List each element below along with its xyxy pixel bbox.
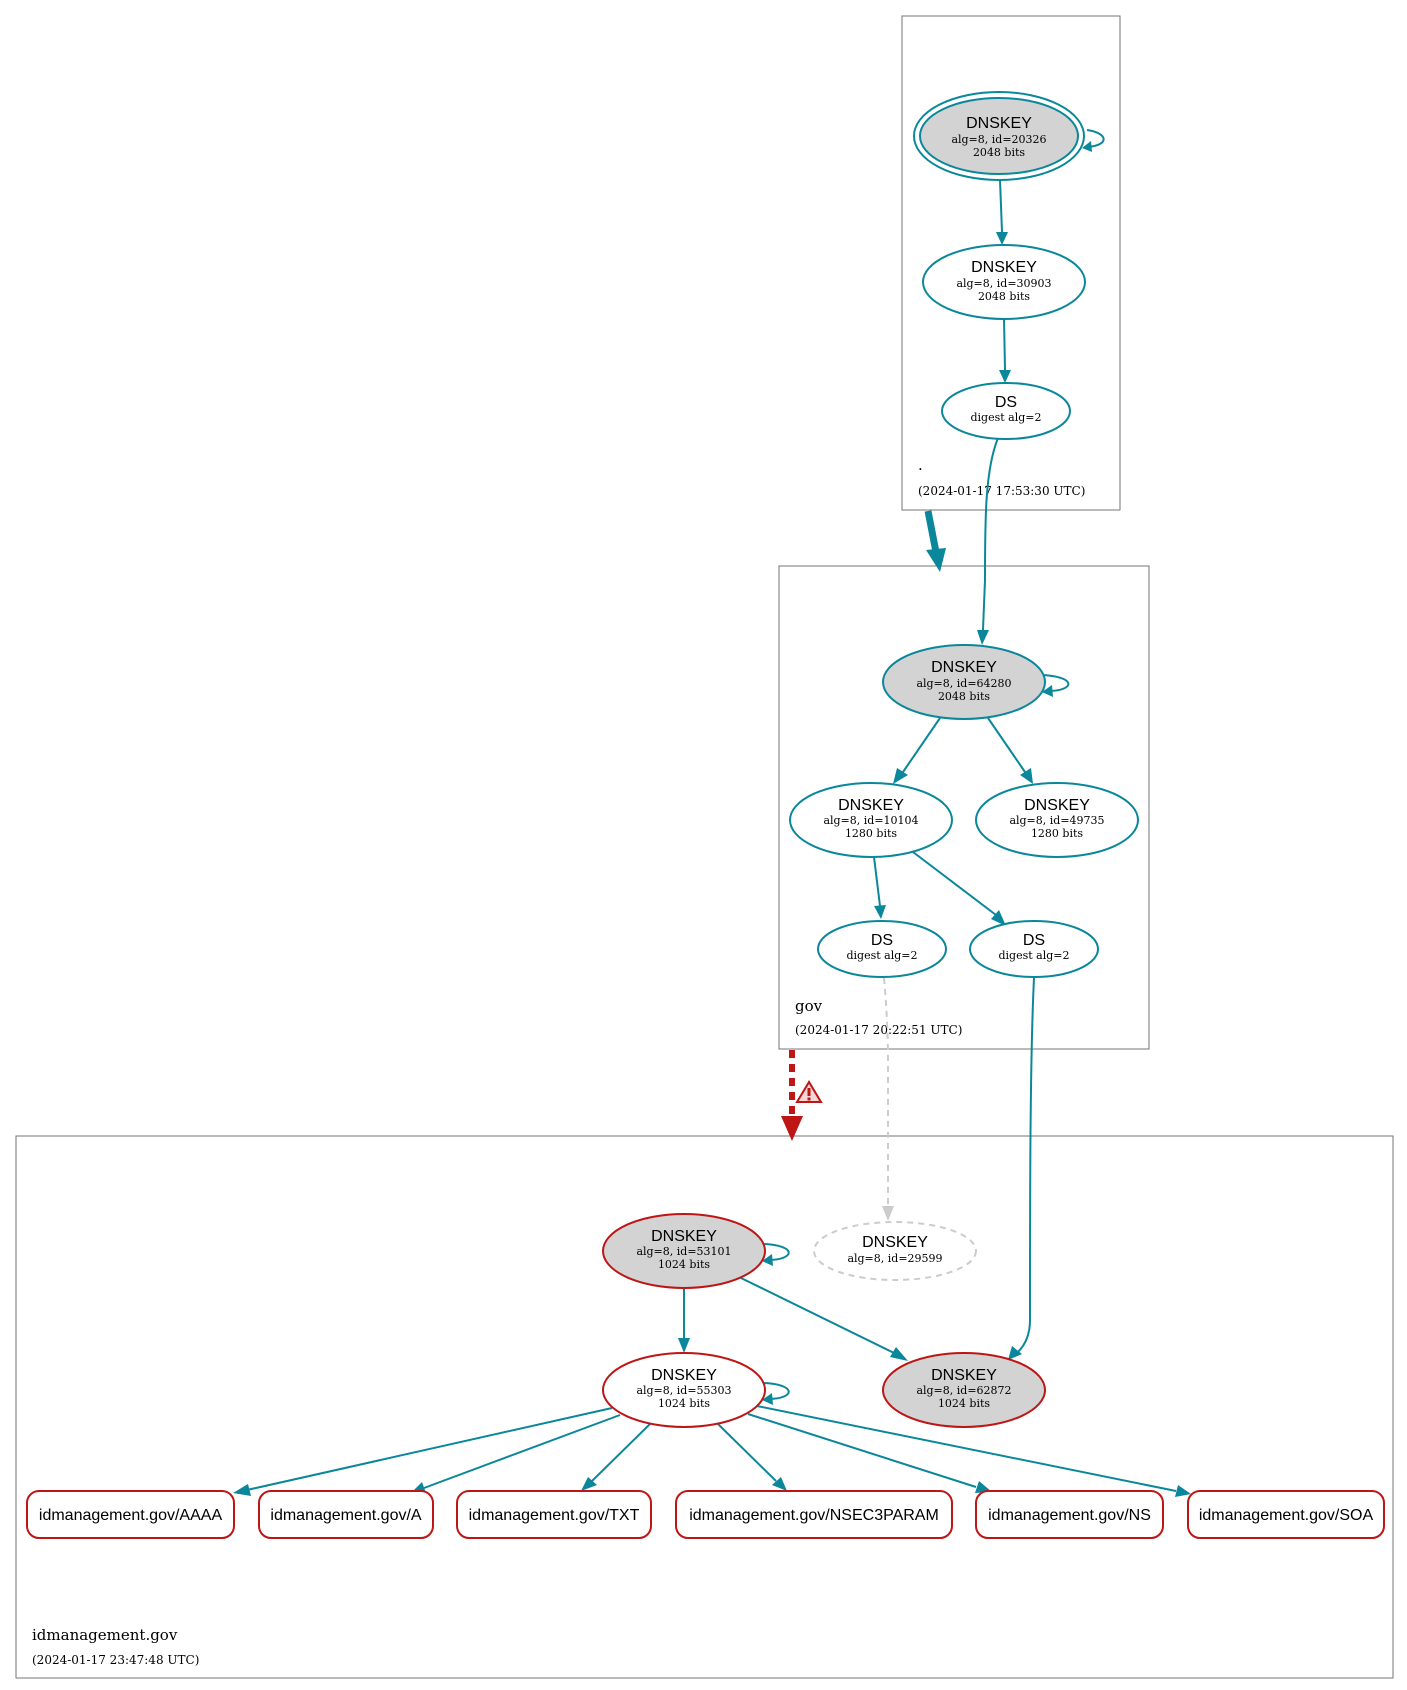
warning-triangle-icon [795, 1080, 823, 1103]
zone-root-timestamp: (2024-01-17 17:53:30 UTC) [918, 484, 1085, 498]
zone-gov-timestamp: (2024-01-17 20:22:51 UTC) [795, 1023, 962, 1037]
node-gov-ksk-id: alg=8, id=64280 [916, 677, 1011, 690]
node-root-ds[interactable]: DS digest alg=2 [941, 382, 1071, 440]
node-idm-zsk-bits: 1024 bits [658, 1397, 710, 1410]
rrset-txt-label: idmanagement.gov/TXT [469, 1507, 640, 1524]
node-root-ds-digest: digest alg=2 [970, 411, 1041, 424]
node-idm-ksk-id: alg=8, id=53101 [636, 1245, 731, 1258]
node-gov-ds2-title: DS [1023, 932, 1045, 949]
node-idm-missing-29599[interactable]: DNSKEY alg=8, id=29599 [813, 1221, 977, 1281]
node-idm-ksk-bits: 1024 bits [658, 1258, 710, 1271]
node-gov-zsk2-bits: 1280 bits [1031, 827, 1083, 840]
node-root-zsk[interactable]: DNSKEY alg=8, id=30903 2048 bits [922, 244, 1086, 320]
rrset-nsec3param[interactable]: idmanagement.gov/NSEC3PARAM [675, 1490, 953, 1539]
node-root-zsk-id: alg=8, id=30903 [956, 277, 1051, 290]
node-gov-zsk2-title: DNSKEY [1024, 797, 1090, 814]
rrset-txt[interactable]: idmanagement.gov/TXT [456, 1490, 652, 1539]
node-root-ksk-title: DNSKEY [966, 115, 1032, 132]
rrset-soa-label: idmanagement.gov/SOA [1199, 1507, 1374, 1524]
node-gov-zsk2-id: alg=8, id=49735 [1009, 814, 1104, 827]
node-idm-ksk-53101[interactable]: DNSKEY alg=8, id=53101 1024 bits [602, 1213, 766, 1289]
node-idm-ksk2-id: alg=8, id=62872 [916, 1384, 1011, 1397]
node-idm-ksk-62872[interactable]: DNSKEY alg=8, id=62872 1024 bits [882, 1352, 1046, 1428]
rrset-ns[interactable]: idmanagement.gov/NS [975, 1490, 1164, 1539]
node-gov-ksk-bits: 2048 bits [938, 690, 990, 703]
zone-root-name: . [918, 456, 923, 474]
rrset-soa[interactable]: idmanagement.gov/SOA [1187, 1490, 1385, 1539]
node-gov-ds1-title: DS [871, 932, 893, 949]
node-gov-zsk1-id: alg=8, id=10104 [823, 814, 918, 827]
node-idm-ksk2-bits: 1024 bits [938, 1397, 990, 1410]
delegation-root-to-gov [924, 510, 946, 572]
node-idm-missing-title: DNSKEY [862, 1234, 928, 1251]
zone-idm-name: idmanagement.gov [32, 1626, 178, 1644]
rrset-aaaa[interactable]: idmanagement.gov/AAAA [26, 1490, 235, 1539]
zone-gov-name: gov [795, 997, 823, 1015]
node-root-ksk-bits: 2048 bits [973, 146, 1025, 159]
node-idm-zsk-title: DNSKEY [651, 1367, 717, 1384]
rrset-nsec3param-label: idmanagement.gov/NSEC3PARAM [689, 1507, 939, 1524]
node-gov-zsk1-bits: 1280 bits [845, 827, 897, 840]
node-root-ds-title: DS [995, 394, 1017, 411]
rrset-a[interactable]: idmanagement.gov/A [258, 1490, 434, 1539]
node-root-ksk[interactable]: DNSKEY alg=8, id=20326 2048 bits [913, 91, 1085, 181]
node-idm-zsk-id: alg=8, id=55303 [636, 1384, 731, 1397]
node-root-zsk-title: DNSKEY [971, 259, 1037, 276]
node-root-zsk-bits: 2048 bits [978, 290, 1030, 303]
node-idm-zsk-55303[interactable]: DNSKEY alg=8, id=55303 1024 bits [602, 1352, 766, 1428]
node-gov-zsk-10104[interactable]: DNSKEY alg=8, id=10104 1280 bits [789, 782, 953, 858]
node-gov-ksk-title: DNSKEY [931, 659, 997, 676]
node-gov-ds-2[interactable]: DS digest alg=2 [969, 920, 1099, 978]
node-gov-ds-1[interactable]: DS digest alg=2 [817, 920, 947, 978]
node-idm-ksk-title: DNSKEY [651, 1228, 717, 1245]
rrset-aaaa-label: idmanagement.gov/AAAA [39, 1507, 223, 1524]
node-gov-zsk-49735[interactable]: DNSKEY alg=8, id=49735 1280 bits [975, 782, 1139, 858]
node-idm-missing-id: alg=8, id=29599 [847, 1252, 942, 1265]
rrset-a-label: idmanagement.gov/A [270, 1507, 422, 1524]
node-idm-ksk2-title: DNSKEY [931, 1367, 997, 1384]
rrset-ns-label: idmanagement.gov/NS [988, 1507, 1151, 1524]
node-gov-ksk[interactable]: DNSKEY alg=8, id=64280 2048 bits [882, 644, 1046, 720]
node-root-ksk-id: alg=8, id=20326 [951, 133, 1046, 146]
edges [233, 129, 1191, 1497]
node-gov-ds1-digest: digest alg=2 [846, 949, 917, 962]
delegation-gov-to-idm-bogus [781, 1050, 803, 1141]
node-gov-zsk1-title: DNSKEY [838, 797, 904, 814]
node-gov-ds2-digest: digest alg=2 [998, 949, 1069, 962]
zone-idm-timestamp: (2024-01-17 23:47:48 UTC) [32, 1653, 199, 1667]
